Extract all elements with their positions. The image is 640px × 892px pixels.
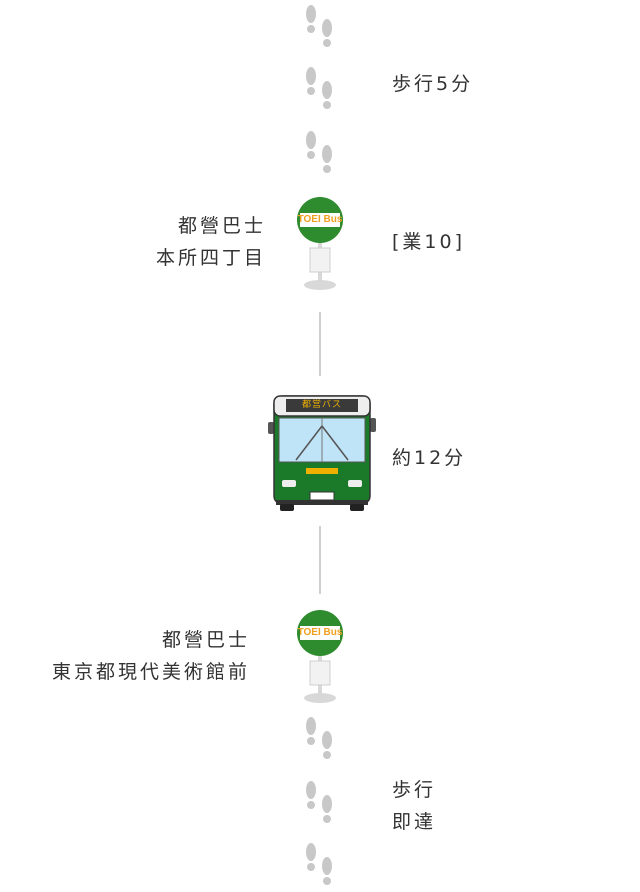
footprints-icon [306,131,332,173]
start-stop-name-line2: 本所四丁目 [155,247,266,269]
walk-duration-label: 歩行5分 [392,73,474,95]
bus-stop-icon: TOEI Bus [296,196,344,294]
end-stop-name-line2: 東京都現代美術館前 [51,661,250,683]
route-connector-line [319,312,321,376]
footprints-icon [306,67,332,109]
footprints-icon [306,5,332,47]
start-stop-name-line1: 都營巴士 [177,215,266,237]
walk-end-label-line2: 即達 [392,811,437,833]
route-connector-line [319,526,321,594]
footprints-icon [306,781,332,823]
end-stop-name-line1: 都營巴士 [161,629,250,651]
bus-headsign: 都営バス [301,400,342,410]
bus-stop-sign-label: TOEI Bus [297,214,343,225]
bus-stop-sign-label: TOEI Bus [297,627,343,638]
route-label: [業10] [392,231,466,253]
footprints-icon [306,717,332,759]
footprints-icon [306,843,332,885]
bus-icon: 都営バス [266,392,378,512]
ride-duration-label: 約12分 [392,447,467,469]
walk-end-label-line1: 歩行 [392,779,437,801]
bus-stop-icon: TOEI Bus [296,609,344,707]
